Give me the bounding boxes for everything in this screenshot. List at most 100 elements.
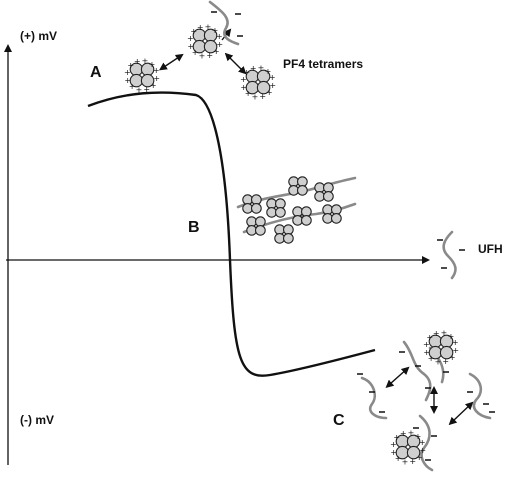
pf4-tetramer: [292, 206, 312, 226]
positive-charge-mark: +: [269, 73, 276, 82]
positive-charge-mark: +: [153, 74, 160, 83]
positive-charge-mark: +: [259, 92, 266, 101]
positive-charge-mark: +: [400, 429, 407, 438]
arrow-a-left: [159, 53, 184, 71]
positive-charge-mark: +: [448, 332, 455, 341]
tetramer-subunit: [203, 39, 218, 54]
strand-curve: [242, 202, 357, 234]
positive-charge-mark: +: [212, 26, 219, 35]
positive-charge-mark: +: [129, 82, 136, 91]
positive-charge-mark: +: [143, 85, 150, 94]
positive-charge-mark: +: [124, 76, 131, 85]
strand-curve: [468, 372, 492, 420]
heparin-strand: [437, 230, 465, 280]
positive-charge-mark: +: [213, 47, 220, 56]
positive-charge-mark: +: [197, 23, 204, 32]
pf4-tetramer: ++++++++++++: [124, 56, 160, 94]
positive-mv-label: (+) mV: [20, 29, 58, 43]
positive-charge-mark: +: [240, 83, 247, 92]
positive-charge-mark: +: [428, 354, 435, 363]
negative-mv-label: (-) mV: [20, 413, 54, 427]
tetramer-subunit: [254, 224, 266, 236]
heparin-strand: [413, 414, 437, 472]
strand-curve: [360, 376, 388, 420]
positive-charge-mark: +: [393, 433, 400, 442]
positive-charge-mark: +: [134, 57, 141, 66]
pf4-tetramer: ++++++++++++: [423, 328, 459, 366]
tetramer-subunit: [256, 80, 271, 95]
strand-curve: [442, 230, 457, 280]
positive-charge-mark: +: [390, 440, 397, 449]
positive-charge-mark: +: [216, 32, 223, 41]
heparin-strand: [467, 372, 495, 420]
positive-charge-mark: +: [441, 328, 448, 337]
positive-charge-mark: +: [258, 63, 265, 72]
positive-charge-mark: +: [250, 64, 257, 73]
arrow-a-right: [224, 52, 247, 75]
positive-charge-mark: +: [252, 93, 259, 102]
region-c-label: C: [333, 412, 345, 429]
positive-charge-mark: +: [187, 34, 194, 43]
arrow-c-left: [385, 366, 410, 388]
pf4-tetramer: [314, 182, 334, 202]
positive-charge-mark: +: [395, 454, 402, 463]
positive-charge-mark: +: [452, 338, 459, 347]
positive-charge-mark: +: [153, 66, 160, 75]
heparin-strand: [357, 373, 388, 420]
positive-charge-mark: +: [150, 81, 157, 90]
pf4-tetramer: ++++++++++++: [390, 428, 426, 466]
positive-charge-mark: +: [390, 448, 397, 457]
positive-charge-mark: +: [419, 446, 426, 455]
positive-charge-mark: +: [449, 353, 456, 362]
positive-charge-mark: +: [190, 27, 197, 36]
pf4-tetramer: ++++++++++++: [187, 22, 223, 60]
ufh-label: UFH: [478, 242, 503, 256]
positive-charge-mark: +: [423, 348, 430, 357]
tetramer-subunit: [274, 206, 286, 218]
positive-charge-mark: +: [243, 68, 250, 77]
positive-charge-mark: +: [127, 61, 134, 70]
strand-curve: [418, 414, 434, 472]
heparin-strand: [399, 340, 432, 402]
tetramer-subunit: [322, 190, 334, 202]
positive-charge-mark: +: [402, 458, 409, 467]
pf4-tetramer: [266, 198, 286, 218]
positive-charge-mark: +: [416, 453, 423, 462]
positive-charge-mark: +: [124, 68, 131, 77]
pf4-tetramers-label: PF4 tetramers: [283, 57, 364, 71]
positive-charge-mark: +: [206, 51, 213, 60]
tetramer-subunit: [330, 212, 342, 224]
positive-charge-mark: +: [408, 428, 415, 437]
tetramer-subunit: [300, 214, 312, 226]
positive-charge-mark: +: [419, 438, 426, 447]
positive-charge-mark: +: [205, 22, 212, 31]
strand-curve: [402, 340, 432, 402]
tetramer-subunit: [406, 445, 421, 460]
tetramer-subunit: [250, 202, 262, 214]
arrow-c-right: [448, 401, 474, 426]
positive-charge-mark: +: [409, 457, 416, 466]
pf4-tetramer: [288, 176, 308, 196]
strand-curve: [208, 0, 240, 46]
positive-charge-mark: +: [149, 60, 156, 69]
region-b-label: B: [188, 219, 200, 236]
positive-charge-mark: +: [266, 88, 273, 97]
positive-charge-mark: +: [433, 329, 440, 338]
positive-charge-mark: +: [240, 75, 247, 84]
pf4-tetramer: [274, 224, 294, 244]
tetramer-subunit: [140, 73, 155, 88]
tetramer-subunit: [282, 232, 294, 244]
positive-charge-mark: +: [199, 52, 206, 61]
positive-charge-mark: +: [216, 40, 223, 49]
pf4-tetramer: [322, 204, 342, 224]
positive-charge-mark: +: [142, 56, 149, 65]
region-a-label: A: [90, 64, 102, 81]
potential-curve: [87, 91, 376, 377]
heparin-strand: [242, 202, 357, 234]
positive-charge-mark: +: [269, 81, 276, 90]
positive-charge-mark: +: [426, 333, 433, 342]
positive-charge-mark: +: [136, 86, 143, 95]
tetramer-subunit: [296, 184, 308, 196]
